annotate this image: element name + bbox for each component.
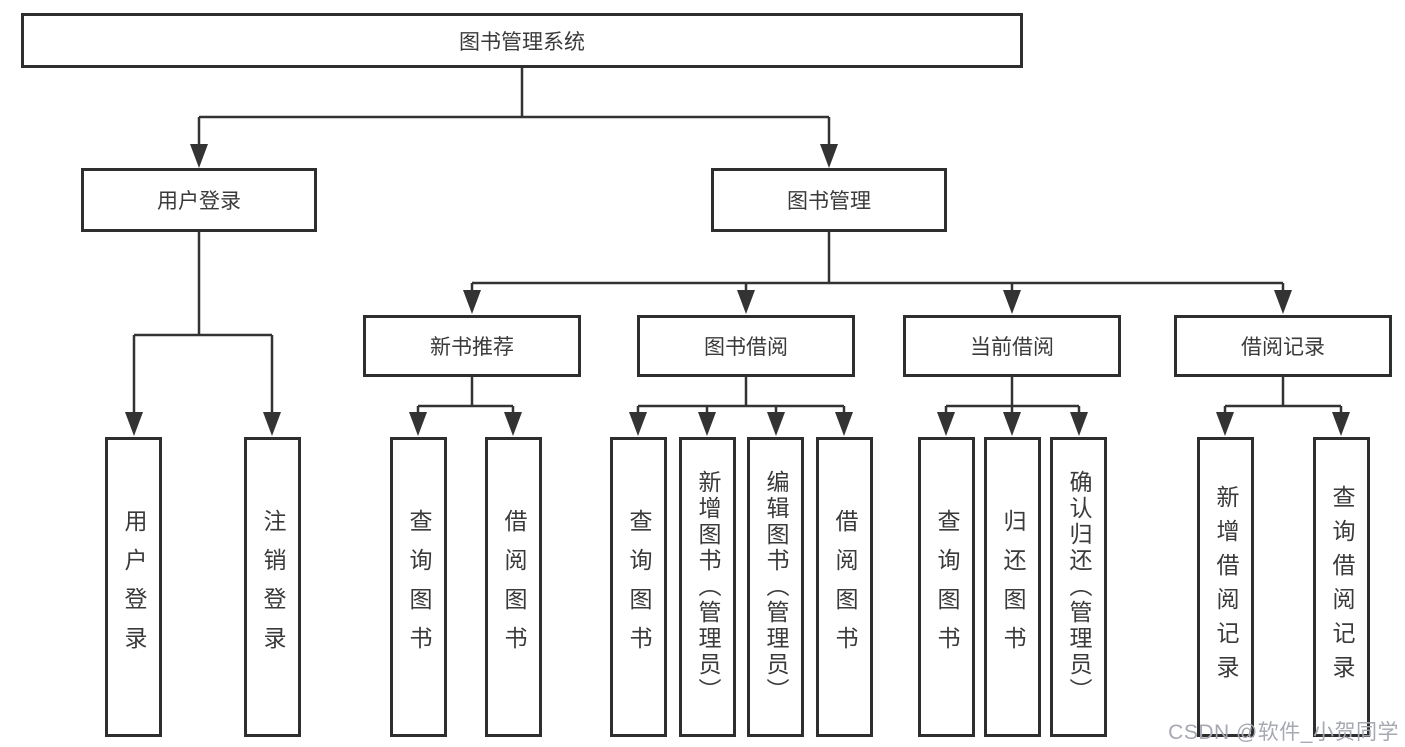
leaf-bb-add-books-admin: 新增图书（管理员） <box>679 437 736 737</box>
node-book-borrow-label: 图书借阅 <box>704 336 788 359</box>
arrowhead-borrow-records <box>1274 290 1292 314</box>
arrowhead-cb-confirm <box>1070 412 1088 436</box>
leaf-nb-borrow-books: 借阅图书 <box>485 437 542 737</box>
leaf-br-add-record: 新增借阅记录 <box>1197 437 1254 737</box>
leaf-bb-query-books: 查询图书 <box>610 437 667 737</box>
leaf-bb-edit-books-admin-label: 编辑图书（管理员） <box>763 470 789 704</box>
leaf-cb-confirm-return-admin: 确认归还（管理员） <box>1050 437 1107 737</box>
leaf-bb-add-books-admin-label: 新增图书（管理员） <box>695 470 721 704</box>
leaf-nb-borrow-books-label: 借阅图书 <box>501 509 527 665</box>
leaf-br-query-record-label: 查询借阅记录 <box>1329 485 1355 689</box>
arrowhead-new-book <box>463 290 481 314</box>
arrowhead-cb-return <box>1003 412 1021 436</box>
arrowhead-bb-borrow <box>835 412 853 436</box>
node-borrow-records: 借阅记录 <box>1174 315 1392 377</box>
leaf-nb-query-books-label: 查询图书 <box>406 509 432 665</box>
arrowhead-bb-query <box>629 412 647 436</box>
leaf-cb-return-books-label: 归还图书 <box>1000 509 1026 665</box>
node-book-borrow: 图书借阅 <box>637 315 855 377</box>
leaf-cb-query-books-label: 查询图书 <box>934 509 960 665</box>
leaf-br-query-record: 查询借阅记录 <box>1313 437 1370 737</box>
leaf-logout: 注销登录 <box>244 437 301 737</box>
node-book-mgmt-label: 图书管理 <box>787 190 871 213</box>
node-current-borrow-label: 当前借阅 <box>970 336 1054 359</box>
node-current-borrow: 当前借阅 <box>903 315 1121 377</box>
leaf-br-add-record-label: 新增借阅记录 <box>1213 485 1239 689</box>
arrowhead-logout-leaf <box>263 412 281 436</box>
node-borrow-records-label: 借阅记录 <box>1241 336 1325 359</box>
node-new-book-recommend: 新书推荐 <box>363 315 581 377</box>
arrowhead-user-login <box>190 144 208 168</box>
node-user-login: 用户登录 <box>81 168 317 232</box>
leaf-bb-borrow-books-label: 借阅图书 <box>832 509 858 665</box>
arrowhead-login-leaf <box>125 412 143 436</box>
leaf-cb-confirm-return-admin-label: 确认归还（管理员） <box>1066 470 1092 704</box>
leaf-cb-return-books: 归还图书 <box>984 437 1041 737</box>
leaf-bb-borrow-books: 借阅图书 <box>816 437 873 737</box>
arrowhead-cb-query <box>937 412 955 436</box>
arrowhead-bb-add <box>698 412 716 436</box>
node-book-mgmt: 图书管理 <box>711 168 947 232</box>
leaf-user-login: 用户登录 <box>105 437 162 737</box>
leaf-cb-query-books: 查询图书 <box>918 437 975 737</box>
arrowhead-br-query <box>1332 412 1350 436</box>
leaf-user-login-label: 用户登录 <box>121 509 147 665</box>
arrowhead-book-borrow <box>737 290 755 314</box>
node-root: 图书管理系统 <box>21 13 1023 68</box>
arrowhead-bb-edit <box>767 412 785 436</box>
arrowhead-book-mgmt <box>820 144 838 168</box>
arrowhead-nb-borrow <box>504 412 522 436</box>
arrowhead-br-add <box>1216 412 1234 436</box>
leaf-bb-edit-books-admin: 编辑图书（管理员） <box>747 437 804 737</box>
arrowhead-current-borrow <box>1003 290 1021 314</box>
csdn-watermark: CSDN @软件_小贺同学 <box>1168 721 1399 744</box>
node-new-book-recommend-label: 新书推荐 <box>430 336 514 359</box>
node-user-login-label: 用户登录 <box>157 190 241 213</box>
leaf-logout-label: 注销登录 <box>260 509 286 665</box>
leaf-nb-query-books: 查询图书 <box>390 437 447 737</box>
node-root-label: 图书管理系统 <box>459 30 585 54</box>
arrowhead-nb-query <box>409 412 427 436</box>
leaf-bb-query-books-label: 查询图书 <box>626 509 652 665</box>
